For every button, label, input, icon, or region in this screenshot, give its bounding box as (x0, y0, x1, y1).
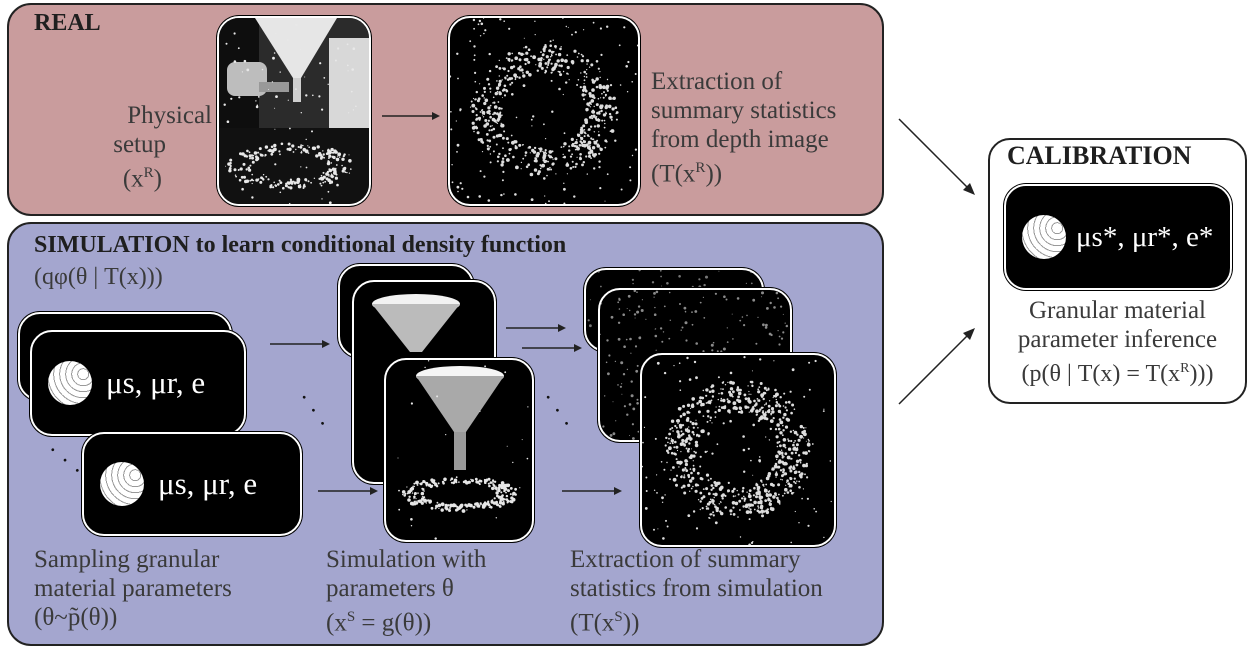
arrow-to-simulation-top (270, 340, 330, 348)
real-title: REAL (34, 10, 101, 36)
param-card-text: μs, μr, e (158, 466, 258, 501)
arrow-sim-to-calibration (898, 328, 975, 405)
simulation-title: SIMULATION to learn conditional density … (34, 232, 567, 258)
param-card-front: μs, μr, e (30, 330, 246, 436)
simulation-card-front (384, 358, 534, 542)
particle-sphere-icon (48, 361, 92, 405)
arrow-to-extraction-3 (562, 487, 622, 495)
particle-sphere-icon (1022, 215, 1066, 259)
physical-setup-photo (217, 16, 371, 206)
arrow-real-to-calibration (898, 118, 975, 195)
simulation-label: Simulation with parameters θ (xS = g(θ)) (326, 546, 487, 637)
real-arrow (382, 112, 440, 120)
param-card-text: μs, μr, e (106, 365, 206, 400)
density-function-label: (qφ(θ | T(x))) (34, 264, 163, 290)
depth-image (448, 16, 640, 206)
calibration-label: Granular material parameter inference (p… (1017, 297, 1218, 387)
real-panel (7, 3, 884, 216)
arrow-to-extraction-1 (506, 324, 566, 332)
physical-setup-label: Physical setup (xR) (113, 102, 212, 193)
real-extraction-label: Extraction of summary statistics from de… (651, 68, 837, 188)
sampling-label: Sampling granular material parameters (θ… (34, 546, 232, 631)
arrow-to-simulation-bottom (318, 487, 378, 495)
calibration-title: CALIBRATION (1007, 141, 1192, 170)
param-card-lower: μs, μr, e (82, 432, 302, 536)
calibration-param-card: μs*, μr*, e* (1004, 184, 1232, 290)
sim-extraction-label: Extraction of summary statistics from si… (570, 546, 823, 637)
calibration-param-text: μs*, μr*, e* (1076, 220, 1214, 253)
extraction-card-front (640, 353, 836, 547)
particle-sphere-icon (100, 462, 144, 506)
arrow-to-extraction-2 (522, 344, 582, 352)
